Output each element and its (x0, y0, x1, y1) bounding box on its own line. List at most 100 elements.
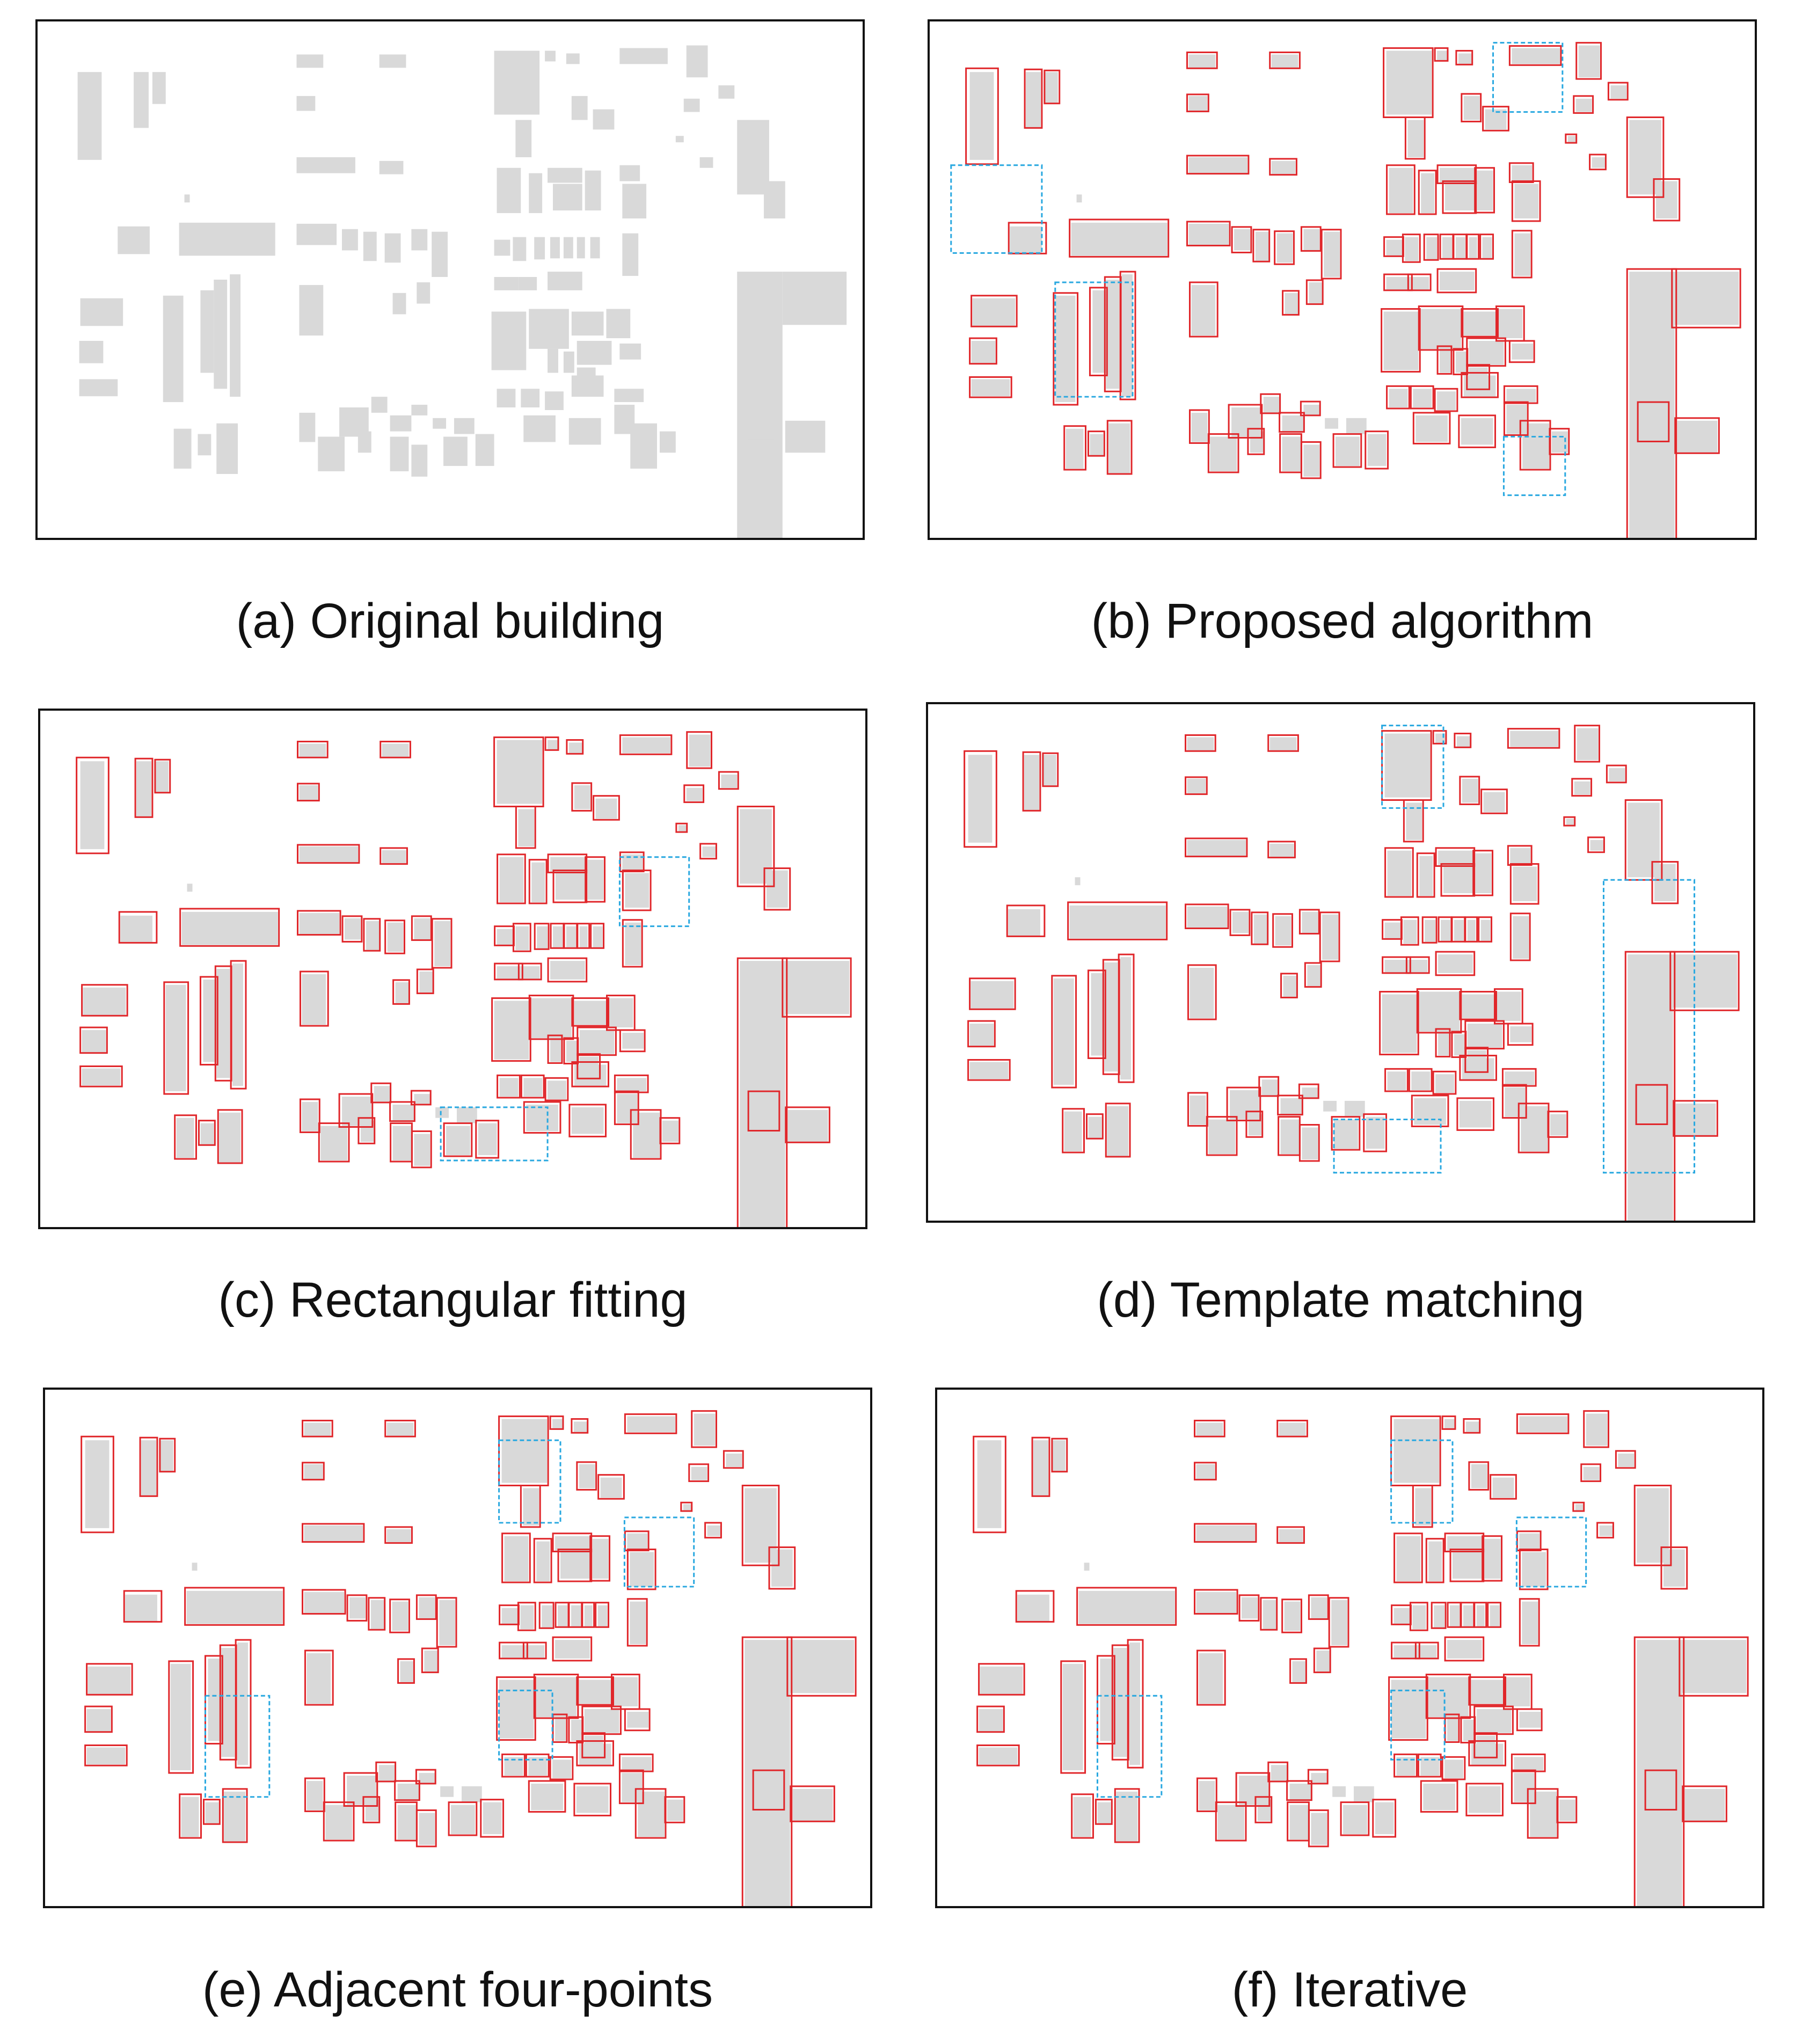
building-outline (1482, 106, 1509, 132)
building-footprint (497, 389, 516, 408)
building-footprint (1463, 1719, 1474, 1741)
building-outline (1490, 1474, 1517, 1500)
building-footprint (1076, 194, 1082, 203)
building-footprint (173, 428, 192, 469)
building-footprint (1384, 922, 1401, 939)
building-outline (969, 337, 997, 365)
building-footprint (686, 787, 703, 801)
building-outline (443, 1122, 473, 1157)
building-footprint (1618, 1454, 1635, 1467)
building-outline (534, 923, 550, 950)
building-outline (1451, 1031, 1467, 1058)
building-footprint (782, 272, 847, 325)
building-footprint (518, 277, 537, 290)
building-outline (704, 1522, 722, 1539)
building-footprint (534, 237, 545, 260)
building-outline (1432, 730, 1447, 744)
building-footprint (1444, 1419, 1455, 1430)
building-footprint (1443, 866, 1473, 894)
building-outline (1434, 388, 1458, 412)
building-outline (1644, 1769, 1677, 1811)
building-outline (967, 1020, 996, 1048)
building-footprint (392, 1104, 414, 1121)
building-footprint (77, 72, 102, 160)
building-outline (1194, 1589, 1238, 1615)
building-footprint (1497, 991, 1521, 1021)
building-outline (1474, 167, 1495, 214)
panel-b-canvas (950, 42, 1741, 538)
building-outline (1298, 909, 1320, 935)
building-footprint (304, 1422, 331, 1436)
building-footprint (563, 351, 574, 373)
building-outline (1416, 852, 1435, 898)
building-outline (1105, 1103, 1131, 1158)
building-outline (1187, 964, 1217, 1020)
building-outline (1305, 279, 1324, 305)
building-footprint (1092, 290, 1106, 373)
building-footprint (1104, 962, 1118, 1072)
building-footprint (702, 846, 716, 857)
building-footprint (216, 423, 238, 474)
building-outline (1423, 233, 1439, 261)
building-outline (159, 1437, 176, 1473)
building-outline (1674, 417, 1720, 454)
building-footprint (1444, 1760, 1463, 1778)
building-footprint (1384, 733, 1431, 798)
building-outline (581, 1732, 606, 1758)
building-footprint (521, 966, 540, 980)
building-footprint (619, 48, 668, 64)
building-outline (533, 1538, 552, 1583)
building-footprint (694, 1413, 716, 1446)
building-outline (1006, 904, 1046, 937)
building-outline (338, 1093, 374, 1128)
building-outline (1468, 1740, 1506, 1766)
building-outline (415, 1809, 437, 1848)
building-outline (1405, 956, 1430, 974)
building-outline (1473, 1732, 1498, 1758)
building-outline (1556, 1796, 1578, 1823)
building-footprint (1674, 272, 1739, 325)
building-footprint (576, 1786, 609, 1813)
building-footprint (563, 237, 573, 259)
building-footprint (1420, 1757, 1440, 1776)
building-outline (1388, 1676, 1428, 1741)
building-footprint (1271, 1765, 1287, 1781)
building-outline (1516, 1530, 1542, 1551)
building-outline (499, 1641, 528, 1660)
building-outline (967, 1059, 1011, 1081)
building-outline (1076, 1587, 1177, 1626)
building-footprint (548, 272, 582, 290)
building-footprint (528, 1757, 548, 1776)
building-footprint (1391, 1680, 1426, 1739)
building-footprint (1024, 755, 1039, 811)
panel-c-canvas (76, 731, 852, 1227)
building-outline (571, 997, 609, 1027)
building-outline (81, 1435, 114, 1534)
building-outline (1637, 401, 1670, 442)
building-footprint (1458, 53, 1472, 64)
building-outline (544, 736, 559, 751)
building-footprint (1459, 1100, 1492, 1128)
building-footprint (181, 1797, 199, 1837)
building-footprint (566, 1040, 577, 1062)
building-footprint (424, 1650, 438, 1672)
building-outline (1434, 47, 1449, 62)
building-outline (1416, 988, 1462, 1034)
building-footprint (1583, 1466, 1600, 1480)
building-outline (522, 1641, 547, 1660)
building-outline (1587, 836, 1605, 853)
building-outline (517, 1602, 536, 1631)
building-footprint (1406, 802, 1422, 840)
building-footprint (1311, 1773, 1327, 1784)
building-footprint (1640, 405, 1667, 440)
building-outline (123, 1590, 163, 1623)
building-outline (595, 1602, 610, 1628)
building-outline (1465, 1783, 1504, 1816)
building-footprint (371, 397, 388, 413)
highlight-box (440, 1106, 549, 1162)
building-footprint (497, 929, 513, 945)
panel-d-template-matching (926, 702, 1755, 1223)
building-footprint (318, 436, 345, 472)
building-footprint (571, 375, 604, 397)
building-outline (675, 822, 688, 833)
